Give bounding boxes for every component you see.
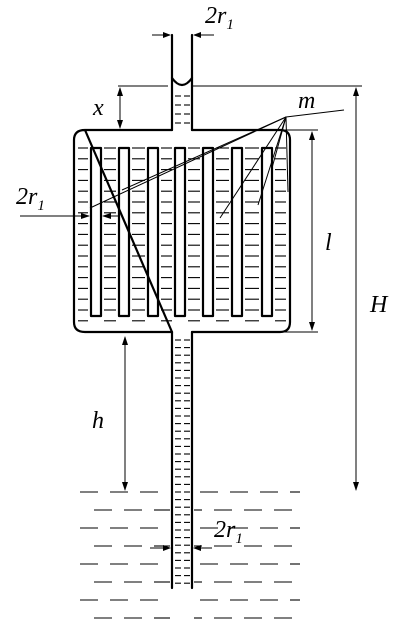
tube-liquid-column [175, 95, 190, 584]
plate [230, 146, 244, 318]
plate [89, 146, 103, 318]
top-capillary-tube [170, 33, 194, 132]
H-dimension [192, 85, 362, 491]
plate [201, 146, 215, 318]
m-label: m [298, 88, 315, 114]
bottom-radius-label: 2r1 [214, 517, 243, 547]
plate [260, 146, 274, 318]
chamber-liquid [78, 147, 286, 322]
l-dimension [274, 129, 318, 333]
h-label: h [92, 408, 104, 434]
meniscus [170, 76, 194, 87]
plate [117, 146, 131, 318]
x-dimension [117, 85, 168, 129]
bottom-radius-dimension [150, 545, 212, 551]
top-radius-label: 2r1 [205, 3, 234, 33]
top-radius-dimension [152, 32, 214, 38]
left-radius-label: 2r1 [16, 184, 45, 214]
h-dimension [122, 336, 128, 491]
H-label: H [369, 292, 389, 318]
x-label: x [92, 95, 104, 121]
plate [146, 146, 160, 318]
lower-capillary-tube [170, 330, 194, 590]
capillary-plates [89, 146, 274, 318]
reservoir-liquid [80, 491, 300, 619]
l-label: l [325, 230, 332, 256]
chamber-outline [72, 128, 292, 334]
left-radius-dimension [20, 213, 118, 219]
plate [173, 146, 187, 318]
m-leader-lines [89, 109, 345, 219]
